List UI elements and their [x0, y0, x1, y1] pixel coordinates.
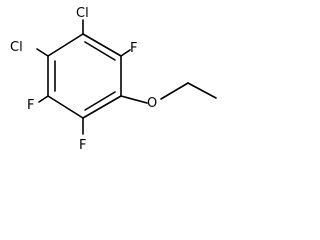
ring-bond-bottom-right: [82, 95, 122, 119]
bond-f-left: [38, 95, 49, 103]
bond-o-ethyl: [160, 82, 189, 100]
bond-o-ring: [120, 95, 148, 104]
atom-labels: Cl Cl F F F O: [10, 6, 157, 153]
benzene-ring: [47, 33, 122, 119]
ring-double-bond-bottom-right: [84, 91, 116, 111]
bond-f-right: [120, 49, 131, 57]
molecule-structure-diagram: Cl Cl F F F O: [10, 6, 217, 153]
ring-bond-top-left: [47, 33, 84, 57]
atom-label-cl-top: Cl: [76, 6, 89, 21]
bond-ethyl-methyl: [187, 82, 217, 99]
bond-cl-left: [36, 48, 49, 57]
ring-bond-bottom-left: [47, 95, 84, 119]
ring-bond-top-right: [82, 33, 122, 57]
atom-label-o: O: [147, 96, 157, 111]
atom-label-cl-left: Cl: [10, 40, 23, 55]
ring-double-bond-top-right: [84, 41, 116, 61]
atom-label-f-left: F: [27, 98, 34, 113]
atom-label-f-right: F: [130, 41, 137, 56]
substituent-bonds: [36, 19, 217, 135]
atom-label-f-bottom: F: [79, 138, 86, 153]
